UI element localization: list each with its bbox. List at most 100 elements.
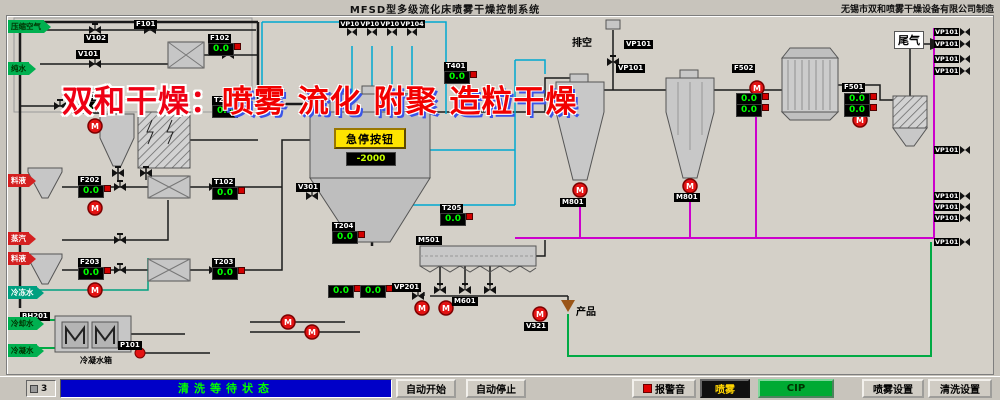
stream-label: 料液 <box>8 174 29 187</box>
valve-label: VP101 <box>934 203 960 211</box>
stream-arrow-head <box>44 20 51 33</box>
alarm-marker <box>238 187 245 194</box>
display-value: 0.0 <box>78 101 104 114</box>
right-valve-5[interactable]: VP101 <box>934 192 970 200</box>
status-banner: 清洗等待状态 <box>60 379 392 398</box>
right-valve-1[interactable]: VP101 <box>934 40 970 48</box>
tag-f501: F501 <box>842 83 866 92</box>
display-value: 0.0 <box>212 267 238 280</box>
motor-icon <box>414 300 430 316</box>
stream-arrow-cooling-water: 冷却水 <box>8 317 44 330</box>
cyclone-2 <box>665 69 715 179</box>
alarm-sound-button[interactable]: 报警音 <box>632 379 696 398</box>
right-valve-3[interactable]: VP101 <box>934 67 970 75</box>
emergency-stop-button[interactable]: 急停按钮 <box>334 128 406 149</box>
right-valve-2[interactable]: VP101 <box>934 55 970 63</box>
clean-settings-button[interactable]: 清洗设置 <box>928 379 992 398</box>
valve-icon <box>960 40 970 48</box>
spray-button[interactable]: 喷雾 <box>700 379 750 398</box>
valve-icon <box>387 28 397 36</box>
display-value: 0.0 <box>844 104 870 117</box>
product-arrow <box>561 300 575 312</box>
stream-label: 冷凝水 <box>8 344 37 357</box>
counter-box: 3 <box>26 380 56 397</box>
stream-label: 冷却水 <box>8 317 37 330</box>
display-value-row: 0.0 <box>332 231 365 244</box>
motor-icon <box>87 200 103 216</box>
tag-m801: M801 <box>674 193 700 202</box>
top-valve-vp104[interactable]: VP104 <box>399 20 425 36</box>
alarm-marker <box>466 213 473 220</box>
cip-button[interactable]: CIP <box>758 379 834 398</box>
display-value: 0.0 <box>444 71 470 84</box>
display-value-row: 0.0 <box>212 267 245 280</box>
top-valve-vp103[interactable]: VP103 <box>379 20 405 36</box>
chamber-pressure-display: -2000 <box>346 152 396 166</box>
auto-start-button[interactable]: 自动开始 <box>396 379 456 398</box>
button-label: 喷雾设置 <box>873 385 913 396</box>
valve-icon <box>960 238 970 246</box>
valve-label: VP101 <box>934 28 960 36</box>
display-value-row: 0.0 <box>212 105 245 118</box>
tag-vp101: VP101 <box>616 64 646 73</box>
right-valve-6[interactable]: VP101 <box>934 203 970 211</box>
display-value: 0.0 <box>212 187 238 200</box>
alarm-marker <box>104 267 111 274</box>
right-valve-7[interactable]: VP101 <box>934 214 970 222</box>
motor-icon <box>87 282 103 298</box>
display-value-row: 0.0 <box>736 93 769 106</box>
heat-exchanger <box>780 47 840 121</box>
display-label: T401 <box>444 62 468 71</box>
display-value: 0.0 <box>440 213 466 226</box>
stream-arrow-head <box>29 174 36 187</box>
display-value-row: 0.0 <box>208 43 241 56</box>
stream-arrow-head <box>36 317 44 330</box>
display-value: 0.0 <box>360 285 386 298</box>
tag-f101: F101 <box>134 20 158 29</box>
valve-icon <box>960 192 970 200</box>
valve-icon <box>113 263 127 275</box>
auto-stop-button[interactable]: 自动停止 <box>466 379 526 398</box>
top-valve-vp101[interactable]: VP101 <box>339 20 365 36</box>
display-value: 0.0 <box>208 43 234 56</box>
valve-label: VP101 <box>934 146 960 154</box>
top-valve-vp102[interactable]: VP102 <box>359 20 385 36</box>
right-valve-4[interactable]: VP101 <box>934 146 970 154</box>
valve-icon <box>960 28 970 36</box>
right-valve-0[interactable]: VP101 <box>934 28 970 36</box>
counter-value: 3 <box>41 383 48 394</box>
display-value-row: 0.0 <box>212 187 245 200</box>
alarm-marker <box>358 231 365 238</box>
alarm-marker <box>870 104 877 111</box>
spray-settings-button[interactable]: 喷雾设置 <box>862 379 924 398</box>
alarm-marker <box>762 93 769 100</box>
tag-bh201: BH201 <box>20 312 50 321</box>
valve-icon <box>960 55 970 63</box>
button-label: 喷雾 <box>715 385 735 396</box>
counter-icon <box>30 384 38 393</box>
valve-icon <box>960 214 970 222</box>
stream-arrow-steam: 蒸汽 <box>8 232 36 245</box>
display-value-row: 0.0 <box>328 285 361 298</box>
alarm-marker <box>104 185 111 192</box>
display-value: 0.0 <box>332 231 358 244</box>
valve-icon <box>88 57 102 69</box>
motor-icon <box>682 178 698 194</box>
tag-f502: F502 <box>732 64 756 73</box>
stream-label: 料液 <box>8 252 29 265</box>
motor-icon <box>532 306 548 322</box>
valve-icon <box>433 283 447 295</box>
right-valve-8[interactable]: VP101 <box>934 238 970 246</box>
display-value: 0.0 <box>736 93 762 106</box>
alarm-marker <box>870 93 877 100</box>
tail-gas-label: 尾气 <box>894 31 924 49</box>
valve-label: VP102 <box>359 20 385 28</box>
value-box-4: 0.0 <box>328 285 361 298</box>
